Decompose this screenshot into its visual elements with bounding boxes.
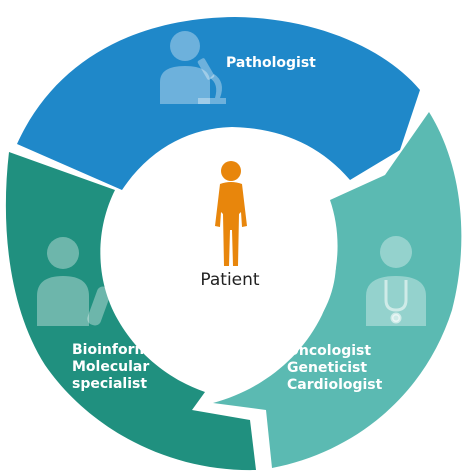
- segment-oncology: [213, 112, 462, 468]
- patient-label: Patient: [200, 270, 260, 290]
- label-bioinformatics: Bioinformatician Molecular specialist: [72, 342, 203, 393]
- label-line: Oncologist: [287, 343, 372, 359]
- center-circle: [128, 158, 336, 366]
- bioinformatician-test-tube-icon: [37, 237, 111, 326]
- stethoscope-icon: [384, 280, 408, 324]
- label-line: Bioinformatician: [72, 342, 203, 358]
- label-line: Geneticist: [287, 360, 368, 376]
- patient-figure-icon: [215, 161, 247, 266]
- label-line: specialist: [72, 376, 148, 392]
- label-line: Molecular: [72, 359, 150, 375]
- doctor-stethoscope-icon: [366, 236, 426, 326]
- label-line: Cardiologist: [287, 377, 383, 393]
- pathologist-microscope-icon: [160, 31, 226, 104]
- label-oncology: Oncologist Geneticist Cardiologist: [287, 343, 382, 394]
- label-line: Pathologist: [226, 55, 316, 71]
- segment-pathologist: [17, 17, 420, 190]
- label-pathologist: Pathologist: [226, 55, 316, 72]
- segment-bioinformatics: [5, 152, 257, 471]
